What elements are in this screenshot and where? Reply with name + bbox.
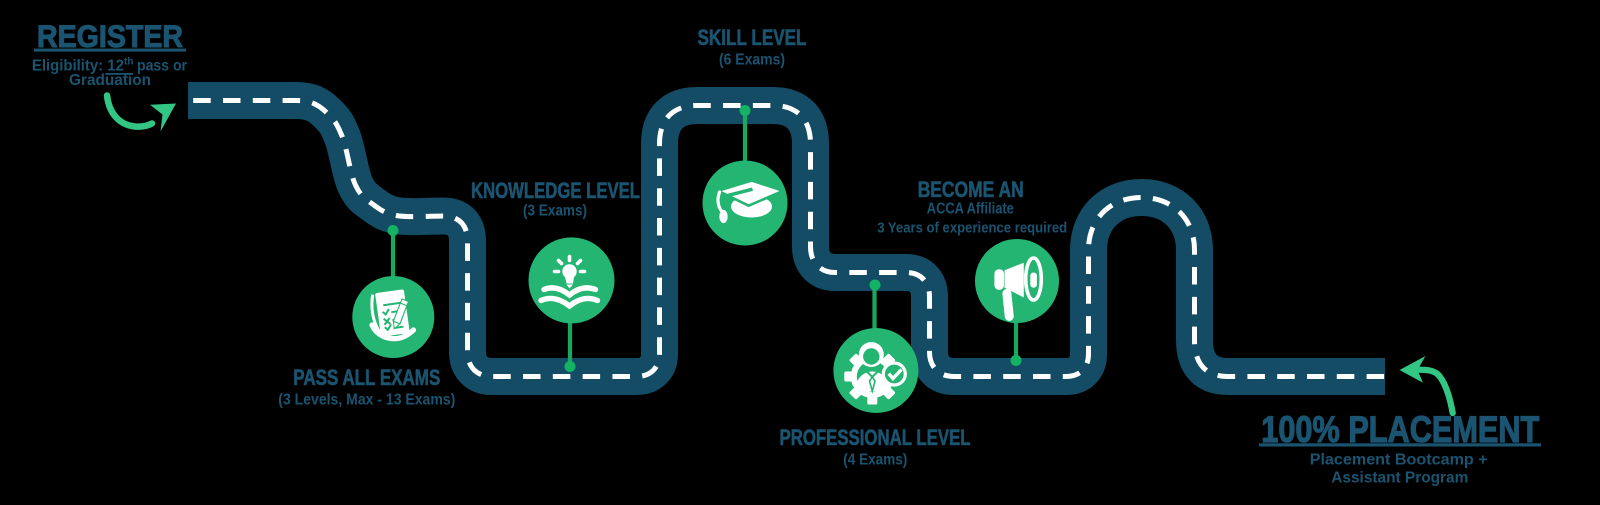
svg-text:(6 Exams): (6 Exams) bbox=[719, 52, 785, 69]
svg-text:PASS ALL EXAMS: PASS ALL EXAMS bbox=[293, 365, 440, 390]
svg-text:PROFESSIONAL LEVEL: PROFESSIONAL LEVEL bbox=[780, 425, 971, 450]
svg-text:(3 Levels, Max - 13 Exams): (3 Levels, Max - 13 Exams) bbox=[278, 392, 455, 409]
svg-text:KNOWLEDGE LEVEL: KNOWLEDGE LEVEL bbox=[471, 178, 640, 203]
svg-text:BECOME AN: BECOME AN bbox=[918, 177, 1024, 202]
svg-text:Assistant Program: Assistant Program bbox=[1331, 470, 1468, 487]
svg-text:th: th bbox=[124, 57, 133, 68]
svg-text:REGISTER: REGISTER bbox=[37, 18, 183, 54]
svg-text:3 Years of experience required: 3 Years of experience required bbox=[877, 220, 1067, 237]
svg-text:Graduation: Graduation bbox=[69, 72, 151, 89]
svg-text:100% PLACEMENT: 100% PLACEMENT bbox=[1261, 408, 1539, 450]
svg-text:pass or: pass or bbox=[137, 58, 187, 75]
svg-text:Eligibility: 12: Eligibility: 12 bbox=[32, 58, 124, 75]
svg-text:Placement Bootcamp +: Placement Bootcamp + bbox=[1310, 452, 1488, 469]
svg-text:(3 Exams): (3 Exams) bbox=[523, 203, 587, 220]
svg-text:ACCA Affiliate: ACCA Affiliate bbox=[927, 201, 1014, 218]
svg-text:(4 Exams): (4 Exams) bbox=[843, 452, 907, 469]
svg-text:SKILL LEVEL: SKILL LEVEL bbox=[698, 25, 807, 50]
